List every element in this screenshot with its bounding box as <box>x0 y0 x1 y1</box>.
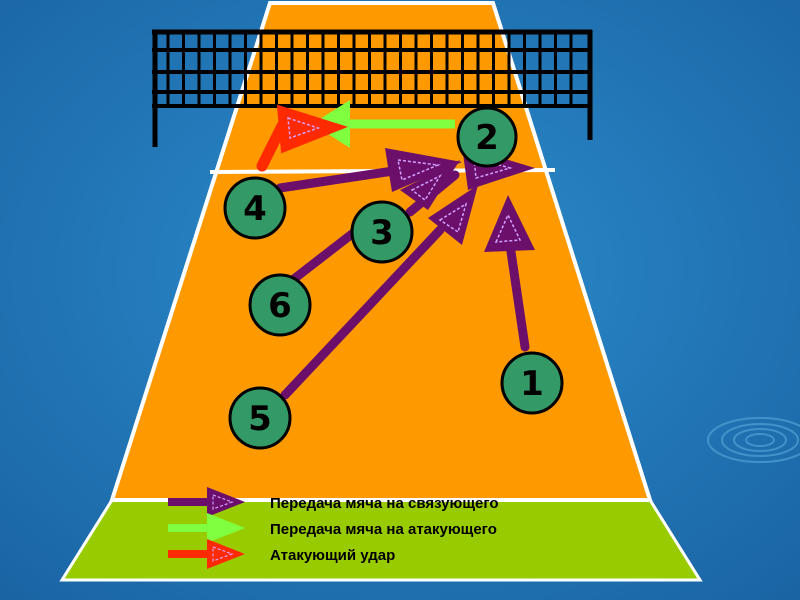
player-6: 6 <box>248 273 312 337</box>
purple-arrow-head-5 <box>428 185 478 245</box>
player-3-label: 3 <box>370 213 394 253</box>
player-1-label: 1 <box>520 364 544 404</box>
player-5-label: 5 <box>248 399 272 439</box>
player-6-label: 6 <box>268 286 292 326</box>
red-arrow-head <box>276 104 348 154</box>
arrow-heads <box>276 100 535 252</box>
free-zone <box>59 498 703 582</box>
legend-item-pass-to-attacker: Передача мяча на атакующего <box>168 513 497 543</box>
purple-arrow-head-4 <box>385 148 462 192</box>
player-5: 5 <box>228 386 292 450</box>
ripple-decoration <box>707 417 800 463</box>
legend-label-pass-to-setter: Передача мяча на связующего <box>270 495 499 512</box>
legend-label-attack: Атакующий удар <box>270 547 395 564</box>
attack-line-red <box>256 120 288 172</box>
players: 2 4 3 6 1 5 <box>223 106 564 450</box>
legend-label-pass-to-attacker: Передача мяча на атакующего <box>270 521 497 538</box>
player-4: 4 <box>223 176 287 240</box>
pass-1-to-2 <box>505 240 530 352</box>
purple-arrow-head-1 <box>484 195 535 252</box>
legend-item-pass-to-setter: Передача мяча на связующего <box>168 487 499 517</box>
pass-5-to-2 <box>280 225 445 400</box>
player-4-label: 4 <box>243 189 267 229</box>
player-1: 1 <box>500 351 564 415</box>
player-2: 2 <box>456 106 518 168</box>
purple-arrow-head-3 <box>400 160 460 210</box>
legend-item-attack: Атакующий удар <box>168 539 395 569</box>
net <box>152 29 593 147</box>
legend: Передача мяча на связующего Передача мяч… <box>168 487 499 569</box>
player-2-label: 2 <box>475 118 499 158</box>
pass-4-to-2 <box>275 165 405 193</box>
player-3: 3 <box>350 200 414 264</box>
